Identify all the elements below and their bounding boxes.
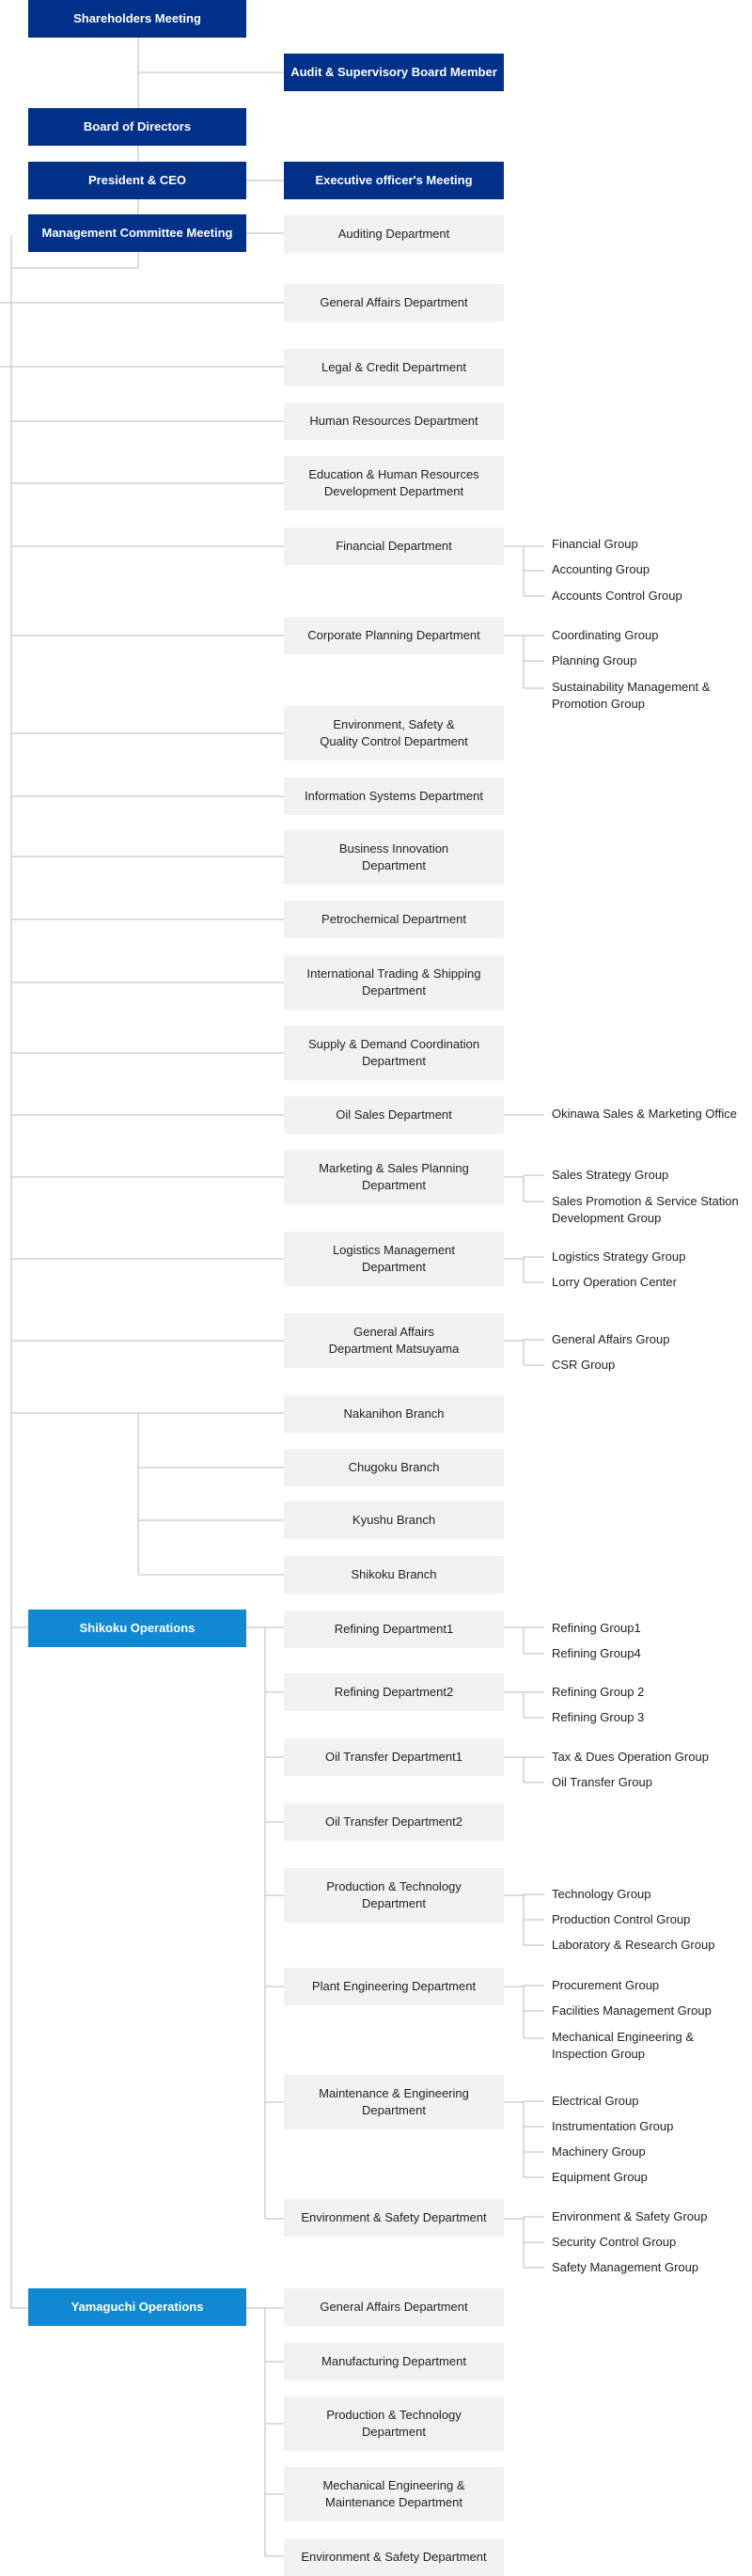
branch-chugoku: Chugoku Branch [284,1449,504,1486]
president-ceo-box: President & CEO [28,162,246,199]
group-production-control: Production Control Group [552,1912,691,1926]
shikoku-maintenance-engineering-dept: Maintenance & Engineering Department [284,2075,504,2129]
shareholders-meeting-box: Shareholders Meeting [28,0,246,38]
dept-information-systems: Information Systems Department [284,778,504,815]
group-equipment: Equipment Group [552,2170,648,2184]
dept-marketing-sales-planning: Marketing & Sales Planning Department [284,1150,504,1204]
group-lorry-operation-center: Lorry Operation Center [552,1275,677,1289]
dept-legal-credit: Legal & Credit Department [284,349,504,386]
dept-international-trading-shipping: International Trading & Shipping Departm… [284,955,504,1010]
auditing-department-box: Auditing Department [284,215,504,253]
group-csr: CSR Group [552,1358,616,1372]
shikoku-oil-transfer-dept-2: Oil Transfer Department2 [284,1803,504,1841]
yamaguchi-mechanical-engineering-maintenance-dept: Mechanical Engineering & Maintenance Dep… [284,2467,504,2521]
group-facilities-management: Facilities Management Group [552,2003,712,2018]
group-machinery: Machinery Group [552,2144,646,2159]
group-safety-management: Safety Management Group [552,2260,699,2274]
board-of-directors-box: Board of Directors [28,108,246,146]
dept-supply-demand-coordination: Supply & Demand Coordination Department [284,1026,504,1080]
group-refining-4: Refining Group4 [552,1646,641,1660]
group-sales-strategy: Sales Strategy Group [552,1168,669,1182]
group-planning: Planning Group [552,653,637,668]
dept-petrochemical: Petrochemical Department [284,901,504,938]
yamaguchi-production-technology-dept: Production & Technology Department [284,2396,504,2451]
shikoku-production-technology-dept: Production & Technology Department [284,1868,504,1923]
shikoku-refining-dept-2: Refining Department2 [284,1673,504,1711]
dept-environment-safety-quality: Environment, Safety & Quality Control De… [284,706,504,761]
group-refining-2: Refining Group 2 [552,1685,645,1699]
shikoku-operations-box: Shikoku Operations [28,1610,246,1647]
group-refining-3: Refining Group 3 [552,1710,645,1724]
group-instrumentation: Instrumentation Group [552,2119,674,2133]
yamaguchi-general-affairs-dept: General Affairs Department [284,2288,504,2326]
group-laboratory-research: Laboratory & Research Group [552,1938,715,1952]
shikoku-oil-transfer-dept-1: Oil Transfer Department1 [284,1738,504,1776]
group-tax-dues-operation: Tax & Dues Operation Group [552,1750,709,1764]
group-sustainability-management: Sustainability Management & Promotion Gr… [552,680,711,711]
shikoku-environment-safety-dept: Environment & Safety Department [284,2199,504,2237]
audit-board-member-box: Audit & Supervisory Board Member [284,54,504,91]
group-oil-transfer: Oil Transfer Group [552,1775,652,1789]
dept-corporate-planning: Corporate Planning Department [284,617,504,654]
group-mechanical-engineering-inspection: Mechanical Engineering & Inspection Grou… [552,2030,695,2061]
group-accounting: Accounting Group [552,562,650,576]
group-coordinating: Coordinating Group [552,628,659,642]
group-general-affairs: General Affairs Group [552,1332,670,1346]
branch-kyushu: Kyushu Branch [284,1501,504,1539]
group-financial: Financial Group [552,537,638,551]
group-logistics-strategy: Logistics Strategy Group [552,1249,686,1264]
group-accounts-control: Accounts Control Group [552,589,682,603]
group-sales-promotion-ss-development: Sales Promotion & Service Station Develo… [552,1194,739,1225]
dept-human-resources: Human Resources Department [284,402,504,440]
dept-business-innovation: Business Innovation Department [284,830,504,885]
group-environment-safety: Environment & Safety Group [552,2209,708,2223]
dept-logistics-management: Logistics Management Department [284,1232,504,1286]
group-electrical: Electrical Group [552,2094,639,2108]
group-procurement: Procurement Group [552,1978,660,1992]
branch-shikoku: Shikoku Branch [284,1556,504,1594]
dept-general-affairs-matsuyama: General Affairs Department Matsuyama [284,1313,504,1368]
group-security-control: Security Control Group [552,2235,677,2249]
dept-financial: Financial Department [284,527,504,565]
executive-officers-meeting-box: Executive officer's Meeting [284,162,504,199]
management-committee-box: Management Committee Meeting [28,214,246,252]
yamaguchi-manufacturing-dept: Manufacturing Department [284,2343,504,2380]
yamaguchi-operations-box: Yamaguchi Operations [28,2288,246,2326]
dept-general-affairs: General Affairs Department [284,284,504,322]
shikoku-plant-engineering-dept: Plant Engineering Department [284,1968,504,2005]
dept-oil-sales: Oil Sales Department [284,1096,504,1134]
dept-education-hr-development: Education & Human Resources Development … [284,456,504,510]
branch-nakanihon: Nakanihon Branch [284,1395,504,1433]
group-refining-1: Refining Group1 [552,1621,641,1635]
group-technology: Technology Group [552,1887,651,1901]
group-okinawa-sales-office: Okinawa Sales & Marketing Office [552,1107,738,1121]
yamaguchi-environment-safety-dept: Environment & Safety Department [284,2538,504,2576]
shikoku-refining-dept-1: Refining Department1 [284,1610,504,1648]
